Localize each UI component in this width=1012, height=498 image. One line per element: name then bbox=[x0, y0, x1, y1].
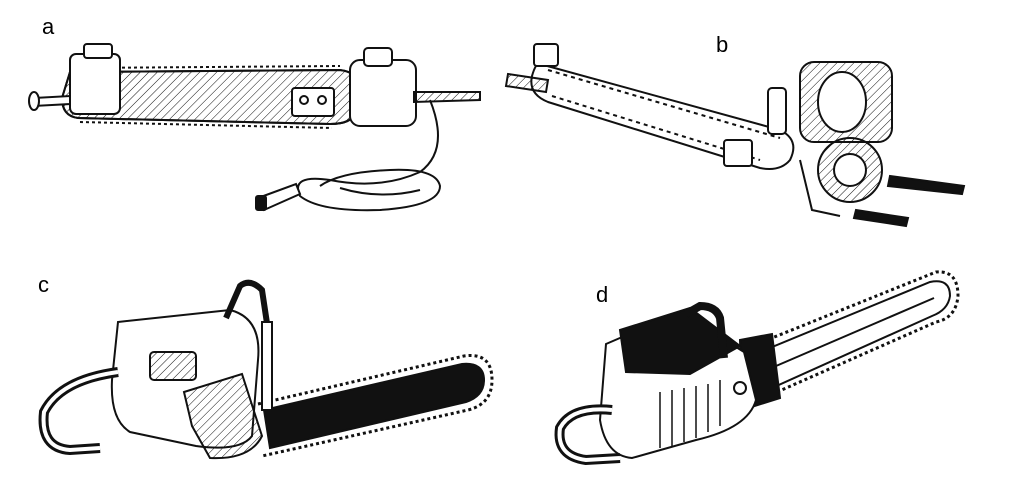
electric-chainsaw-with-cord-icon bbox=[28, 43, 481, 212]
panel-label-d: d bbox=[596, 282, 609, 307]
panel-label-a: a bbox=[42, 14, 55, 39]
bow-handle-gas-chainsaw-icon bbox=[554, 270, 960, 466]
two-handle-engine-chainsaw-icon bbox=[504, 43, 966, 228]
panel-label-b: b bbox=[716, 32, 729, 57]
one-man-gas-chainsaw-icon bbox=[38, 279, 494, 460]
panel-label-c: c bbox=[38, 272, 49, 297]
